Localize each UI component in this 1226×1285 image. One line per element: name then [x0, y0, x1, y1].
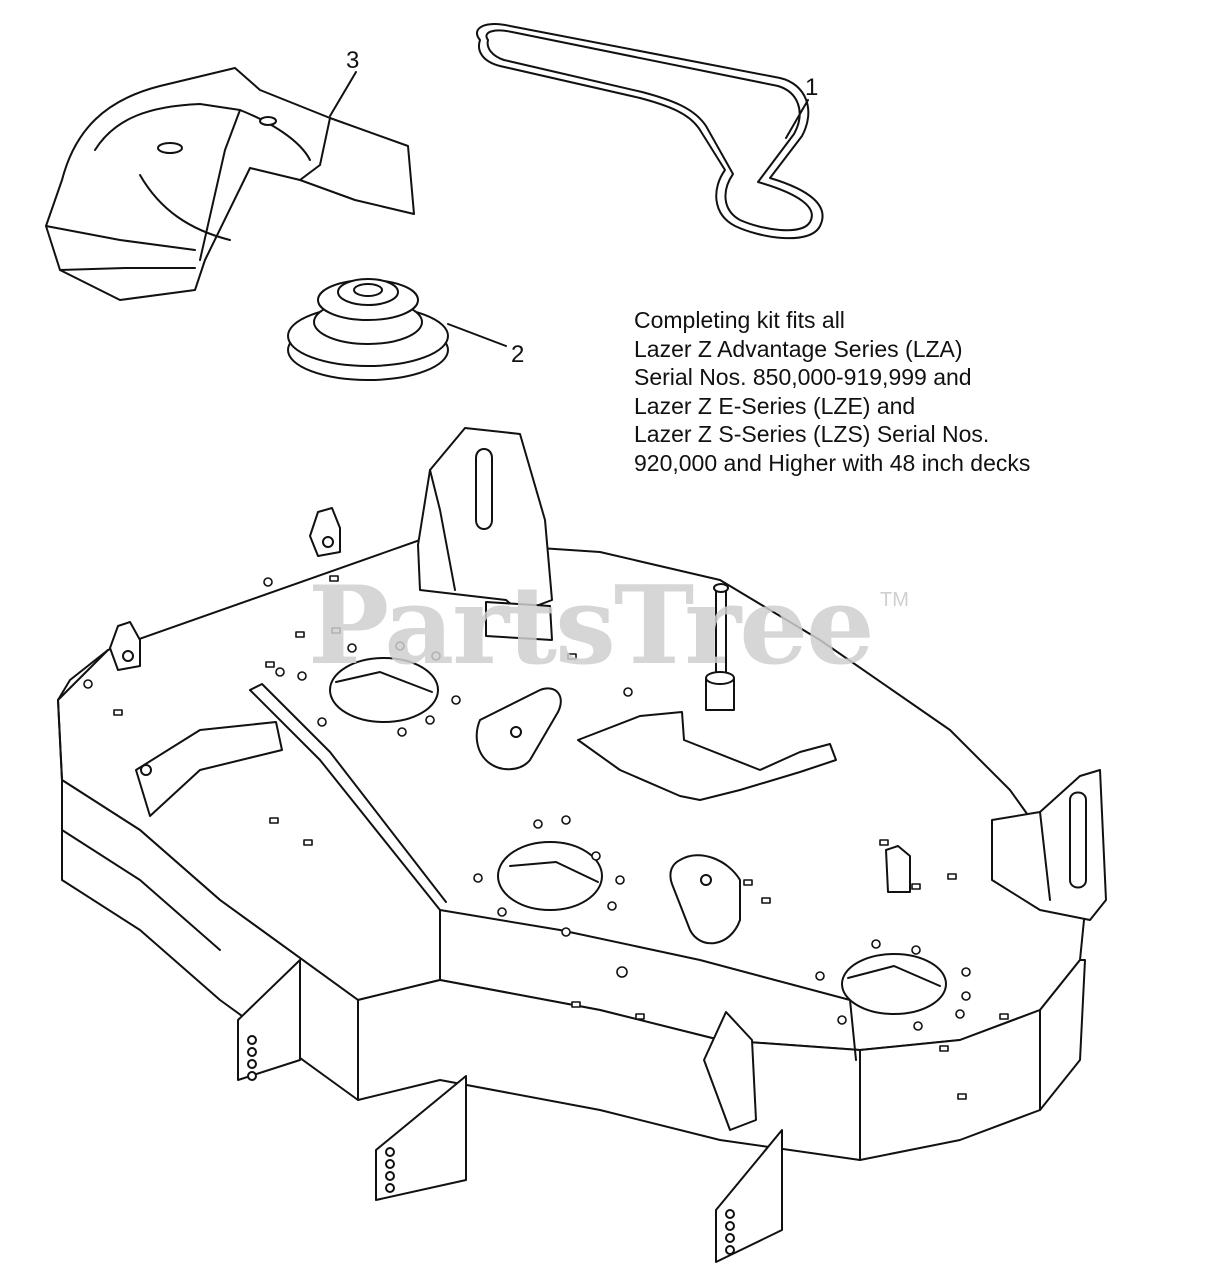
kit-note-line: Lazer Z Advantage Series (LZA): [634, 335, 963, 362]
pulley-part: [287, 278, 507, 381]
callout-2: 2: [511, 341, 525, 368]
callout-1: 1: [805, 74, 819, 101]
kit-note-line: Lazer Z E-Series (LZE) and: [634, 392, 916, 419]
mower-deck-part: [57, 427, 1107, 1263]
kit-note-line: Lazer Z S-Series (LZS) Serial Nos.: [634, 421, 990, 447]
kit-note-line: Serial Nos. 850,000-919,999 and: [634, 364, 972, 390]
callout-3: 3: [346, 47, 360, 74]
kit-note-line: 920,000 and Higher with 48 inch decks: [634, 449, 1031, 476]
belt-cover-part: [45, 67, 415, 301]
kit-note-line: Completing kit fits all: [634, 307, 845, 333]
watermark-trademark: TM: [880, 589, 909, 611]
kit-compatibility-note: Completing kit fits all Lazer Z Advantag…: [634, 306, 1030, 477]
belt-part: [476, 22, 824, 240]
